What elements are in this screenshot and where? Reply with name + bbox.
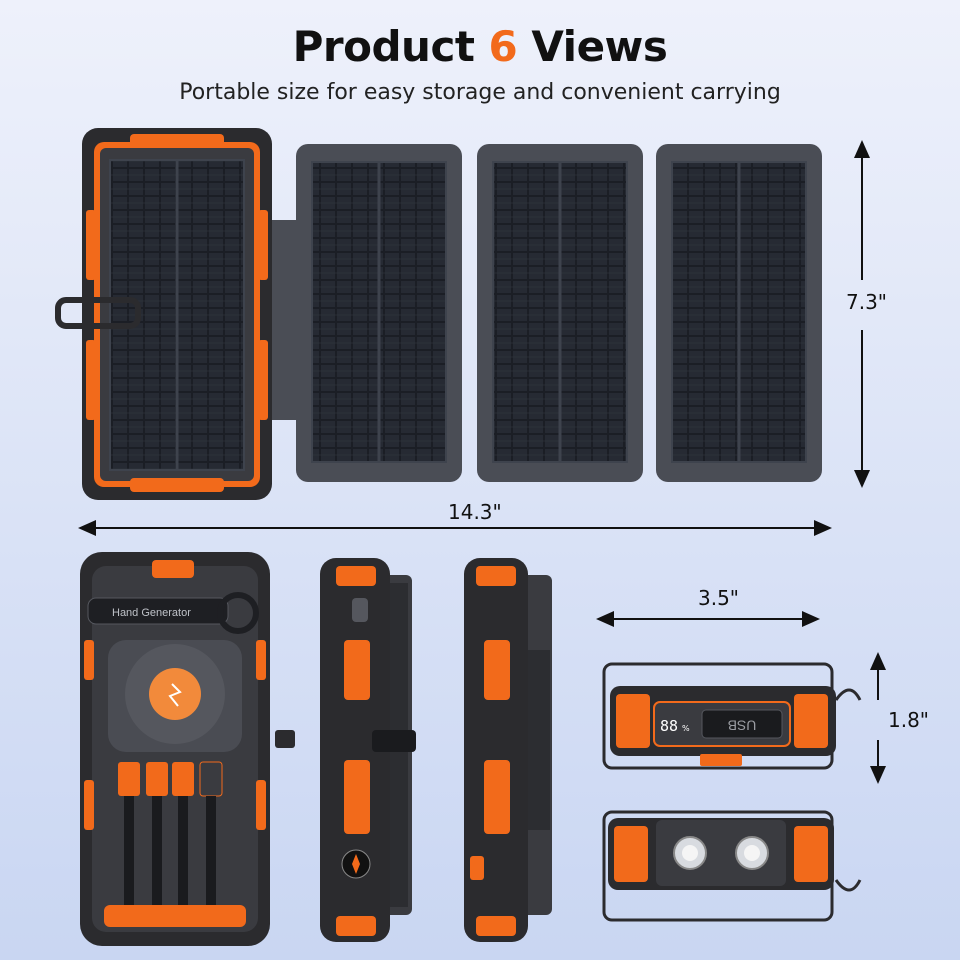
hand-generator-label: Hand Generator xyxy=(112,607,191,619)
page-title: Product 6 Views xyxy=(0,22,960,71)
power-bank-side-view-right xyxy=(464,558,552,942)
power-bank-side-view-left xyxy=(320,558,416,942)
power-bank-bottom-view xyxy=(602,810,862,922)
width-closed-dimension: 3.5" xyxy=(698,586,740,610)
thickness-dimension: 1.8" xyxy=(888,708,930,732)
usb-port-label: USB xyxy=(728,717,757,733)
title-prefix: Product xyxy=(292,22,475,71)
battery-display-reading: 88 xyxy=(660,717,678,735)
title-number: 6 xyxy=(488,22,518,71)
power-bank-back-view xyxy=(80,552,295,946)
power-bank-top-view xyxy=(602,662,862,770)
battery-display-unit: % xyxy=(682,724,690,733)
page-subtitle: Portable size for easy storage and conve… xyxy=(179,80,781,105)
solar-panel-unfolded xyxy=(55,128,822,500)
title-suffix: Views xyxy=(531,22,668,71)
height-open-dimension: 7.3" xyxy=(846,290,888,314)
width-open-dimension: 14.3" xyxy=(448,500,502,524)
